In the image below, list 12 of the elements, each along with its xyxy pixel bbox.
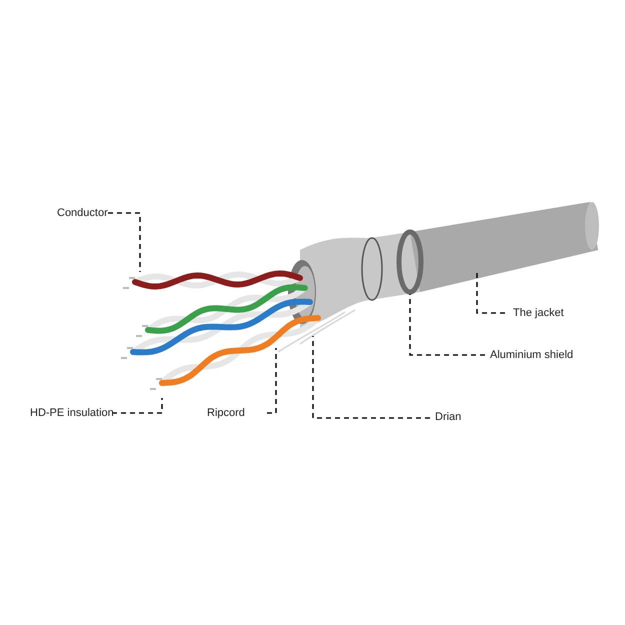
part-label: Conductor [57,207,108,220]
leader-line [112,398,163,414]
leader-line [476,272,505,314]
part-label: HD-PE insulation [30,407,114,420]
leader-line [312,336,430,419]
part-label: Aluminium shield [490,349,574,362]
part-label: Ripcord [207,407,245,420]
part-label: Drian [435,411,462,424]
leader-line [108,212,141,272]
leader-line [267,348,277,414]
leader-line [409,294,485,356]
part-label: The jacket [513,307,564,320]
